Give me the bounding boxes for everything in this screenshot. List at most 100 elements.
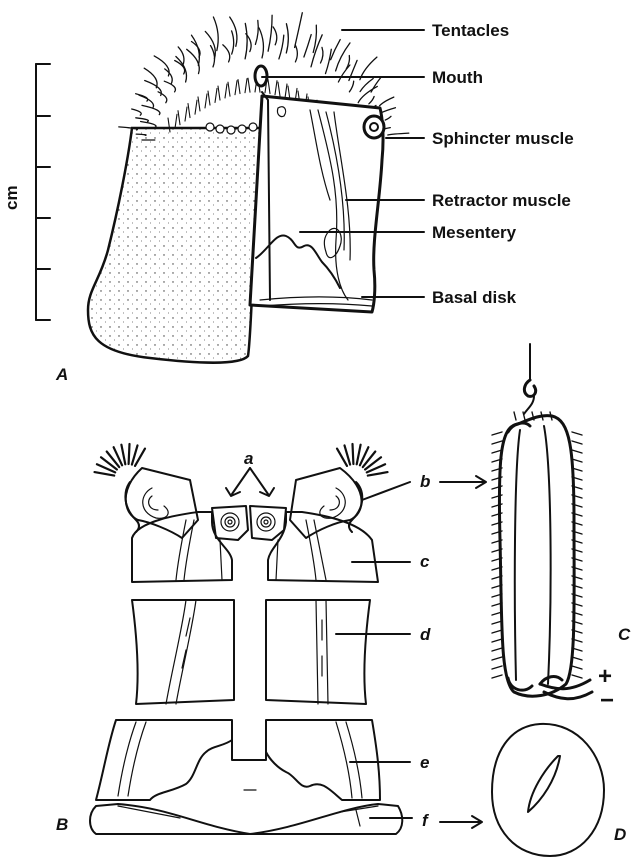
tentacle-stroke — [192, 35, 200, 65]
tentacle-stroke — [175, 114, 177, 128]
panel-label-c: C — [618, 625, 631, 644]
tentacle-stroke — [353, 444, 354, 464]
section-b-left — [125, 468, 198, 538]
section-a-sphincters — [212, 468, 286, 540]
tentacle-stroke — [368, 472, 388, 476]
tentacle-stroke — [145, 81, 162, 96]
tentacle-stroke — [278, 82, 280, 96]
tentacle-stroke — [492, 675, 502, 678]
section-label-b: b — [420, 472, 430, 491]
tentacle-stroke — [572, 441, 582, 444]
tentacle-stroke — [142, 105, 160, 114]
tentacle-stroke — [218, 86, 220, 100]
tentacle-stroke — [492, 441, 502, 444]
tentacle-stroke — [514, 412, 516, 420]
tentacle-stroke — [141, 122, 156, 128]
panel-c: + − C — [492, 344, 631, 714]
tentacle-stroke — [275, 81, 277, 95]
tentacle-stroke — [572, 666, 582, 669]
section-label-d: d — [420, 625, 431, 644]
tentacle-stroke — [380, 97, 394, 106]
panel-label-d: D — [614, 825, 626, 844]
tentacle-stroke — [492, 432, 502, 435]
label-tentacles: Tentacles — [432, 21, 509, 40]
tentacle-tuft-left — [95, 444, 146, 476]
tentacle-stroke — [268, 15, 272, 51]
electrode-minus: − — [600, 687, 614, 714]
label-mesentery: Mesentery — [432, 223, 517, 242]
panel-label-b: B — [56, 815, 68, 834]
tentacle-stroke — [235, 81, 237, 95]
panel-b: a b c d e f B — [56, 444, 486, 834]
section-e — [96, 720, 380, 800]
section-label-f: f — [422, 811, 430, 830]
tentacle-stroke — [285, 84, 287, 98]
label-mouth: Mouth — [432, 68, 483, 87]
sphincter-ring — [364, 116, 384, 138]
tentacle-stroke — [268, 80, 270, 94]
tentacle-stroke — [572, 432, 582, 435]
tentacle-stroke — [225, 84, 227, 98]
preparation-body — [499, 416, 574, 697]
section-label-e: e — [420, 753, 429, 772]
tentacle-stroke — [185, 107, 187, 121]
tentacle-stroke — [188, 104, 190, 118]
tentacle-stroke — [132, 109, 142, 115]
tentacle-stroke — [492, 639, 502, 642]
tentacle-stroke — [95, 472, 115, 476]
tentacle-stroke — [136, 118, 149, 122]
tentacle-stroke — [238, 80, 240, 94]
tentacle-stroke — [208, 91, 210, 105]
tentacle-stroke — [295, 45, 297, 62]
tentacle-stroke — [326, 49, 332, 73]
tentacle-stroke — [572, 657, 582, 660]
tentacle-stroke — [245, 79, 247, 93]
electrode-plus: + — [598, 663, 612, 690]
section-d — [132, 600, 370, 704]
tentacle-stroke — [385, 116, 391, 120]
tentacle-stroke — [228, 82, 230, 96]
tentacle-stroke — [492, 648, 502, 651]
section-label-c: c — [420, 552, 430, 571]
scale-bar: cm — [2, 64, 50, 320]
label-sphincter-muscle: Sphincter muscle — [432, 129, 574, 148]
tentacle-stroke — [198, 97, 200, 111]
tentacle-stroke — [259, 28, 263, 58]
tentacle-stroke — [338, 65, 350, 82]
tentacle-stroke — [195, 100, 197, 114]
tentacle-stroke — [129, 444, 130, 464]
tentacle-stroke — [304, 35, 311, 57]
tentacle-stroke — [388, 133, 409, 135]
tentacle-stroke — [158, 92, 167, 103]
tentacle-stroke — [245, 23, 247, 59]
section-f — [90, 804, 402, 834]
section-b-right — [290, 468, 362, 538]
tentacle-stroke — [572, 675, 582, 678]
label-retractor-muscle: Retractor muscle — [432, 191, 571, 210]
tentacle-stroke — [215, 88, 217, 102]
tentacle-stroke — [205, 94, 207, 108]
tentacle-stroke — [121, 445, 125, 465]
scale-unit-label: cm — [2, 185, 21, 210]
tentacle-stroke — [273, 27, 277, 45]
panel-d: D — [492, 724, 626, 856]
tentacle-stroke — [358, 86, 377, 102]
panel-label-a: A — [55, 365, 68, 384]
tentacle-stroke — [248, 78, 250, 92]
tentacle-stroke — [369, 97, 374, 104]
section-label-a: a — [244, 449, 253, 468]
tentacle-stroke — [187, 49, 200, 73]
tentacle-stroke — [154, 56, 169, 76]
tentacle-stroke — [492, 657, 502, 660]
tentacle-stroke — [286, 24, 288, 53]
tentacle-stroke — [492, 666, 502, 669]
panel-a: cm — [2, 13, 574, 384]
anemone-column-outer — [88, 128, 262, 363]
tentacle-stroke — [279, 35, 284, 59]
tentacle-stroke — [223, 45, 230, 62]
tentacle-stroke — [349, 81, 353, 92]
tentacle-stroke — [321, 47, 323, 63]
label-basal-disk: Basal disk — [432, 288, 517, 307]
tentacle-stroke — [295, 13, 303, 48]
